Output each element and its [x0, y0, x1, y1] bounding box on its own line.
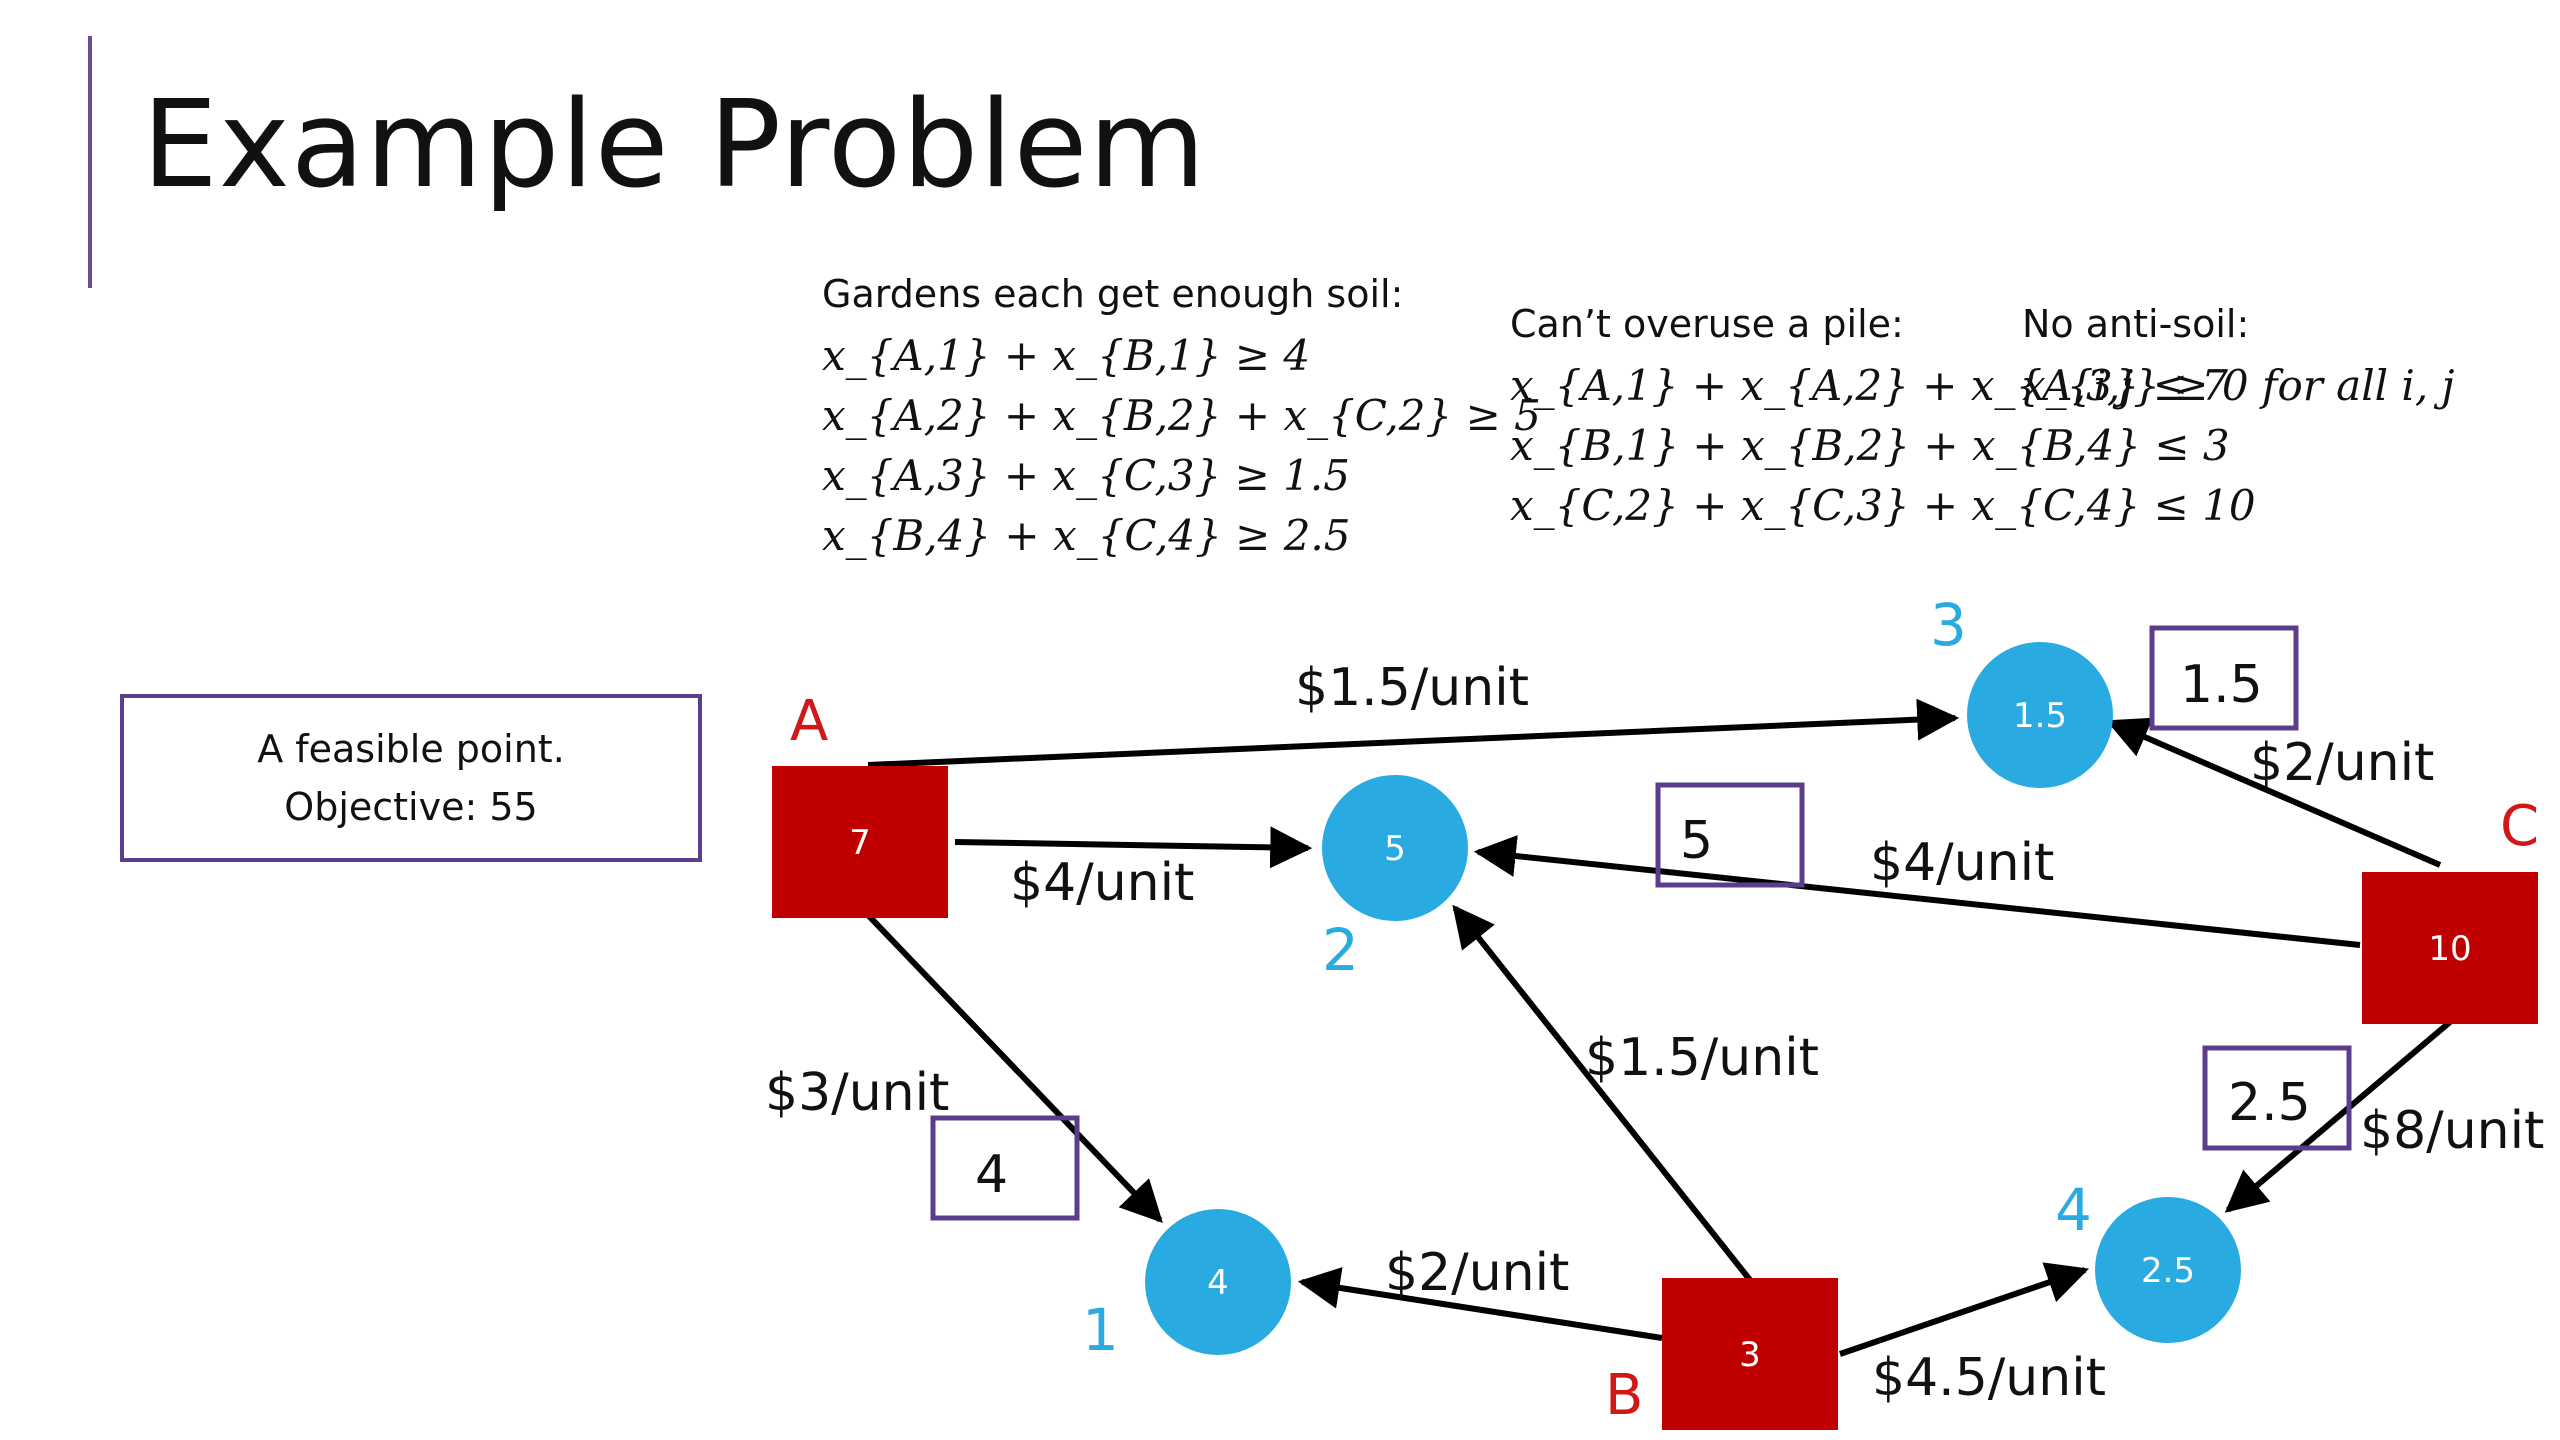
edge-cost-C-2: $4/unit	[1870, 833, 2054, 893]
flow-value-C-4: 2.5	[2228, 1073, 2311, 1133]
edge-A-1	[865, 912, 1163, 1224]
pile-constraints-heading: Can’t overuse a pile:	[1510, 302, 1904, 346]
garden-value-2: 5	[1384, 829, 1406, 869]
pile-constraints: Can’t overuse a pile: x_{A,1} + x_{A,2} …	[1510, 302, 2256, 536]
edge-B-4	[1839, 1262, 2089, 1357]
garden-node-1	[1145, 1209, 1291, 1355]
garden-value-4: 2.5	[2141, 1251, 2195, 1291]
flow-box-C-4	[2202, 1045, 2352, 1151]
pile-value-B: 3	[1739, 1335, 1761, 1375]
edge-cost-A-3: $1.5/unit	[1295, 658, 1529, 718]
edge-C-3	[2106, 717, 2442, 868]
garden-node-4	[2095, 1197, 2241, 1343]
garden-label-1: 1	[1082, 1296, 1119, 1364]
slide-title: Example Problem	[142, 76, 1207, 215]
flow-box-C-2	[1655, 782, 1805, 888]
garden-node-3	[1967, 642, 2113, 788]
flow-value-C-3: 1.5	[2180, 655, 2263, 715]
edge-A-2	[954, 826, 1313, 869]
edge-cost-C-4: $8/unit	[2360, 1101, 2544, 1161]
garden-constraint-3: x_{A,3} + x_{C,3} ≥ 1.5	[822, 451, 1350, 500]
edge-B-2	[1452, 904, 1753, 1282]
note-line-1: A feasible point.	[257, 727, 565, 771]
garden-label-3: 3	[1930, 591, 1967, 659]
edge-cost-B-2: $1.5/unit	[1585, 1028, 1819, 1088]
pile-value-A: 7	[849, 823, 871, 863]
garden-label-2: 2	[1322, 916, 1359, 984]
garden-value-3: 1.5	[2013, 696, 2067, 736]
pile-constraint-3: x_{C,2} + x_{C,3} + x_{C,4} ≤ 10	[1510, 481, 2256, 530]
garden-constraint-1: x_{A,1} + x_{B,1} ≥ 4	[822, 331, 1311, 380]
garden-constraints: Gardens each get enough soil: x_{A,1} + …	[822, 272, 1541, 566]
pile-constraint-2: x_{B,1} + x_{B,2} + x_{B,4} ≤ 3	[1510, 421, 2230, 470]
pile-label-B: B	[1605, 1363, 1643, 1428]
nonneg-constraint: No anti-soil: x_{i,j} ≥ 0 for all i, j	[2022, 302, 2455, 416]
nonneg-line: x_{i,j} ≥ 0 for all i, j	[2022, 361, 2455, 410]
edge-C-2	[1473, 835, 2361, 948]
flow-box-C-3	[2149, 625, 2299, 731]
pile-value-C: 10	[2428, 929, 2471, 969]
pile-node-A	[772, 766, 948, 918]
flow-value-C-2: 5	[1680, 811, 1713, 871]
pile-label-A: A	[790, 689, 828, 754]
feasible-point-note: A feasible point. Objective: 55	[120, 694, 702, 862]
flow-box-A-1	[930, 1115, 1080, 1221]
edge-cost-B-1: $2/unit	[1385, 1243, 1569, 1303]
garden-constraint-2: x_{A,2} + x_{B,2} + x_{C,2} ≥ 5	[822, 391, 1541, 440]
accent-bar	[88, 36, 92, 288]
garden-label-4: 4	[2055, 1176, 2092, 1244]
edge-B-1	[1297, 1267, 1663, 1341]
pile-label-C: C	[2500, 794, 2539, 859]
flow-value-A-1: 4	[975, 1145, 1008, 1205]
note-line-2: Objective: 55	[284, 785, 538, 829]
garden-constraint-4: x_{B,4} + x_{C,4} ≥ 2.5	[822, 511, 1351, 560]
edge-cost-C-3: $2/unit	[2250, 733, 2434, 793]
edge-A-3	[867, 698, 1960, 768]
pile-node-C	[2362, 872, 2538, 1024]
pile-node-B	[1662, 1278, 1838, 1430]
edge-cost-A-1: $3/unit	[765, 1063, 949, 1123]
garden-node-2	[1322, 775, 1468, 921]
garden-constraints-heading: Gardens each get enough soil:	[822, 272, 1404, 316]
garden-value-1: 4	[1207, 1263, 1229, 1303]
nonneg-heading: No anti-soil:	[2022, 302, 2250, 346]
edge-cost-B-4: $4.5/unit	[1872, 1348, 2106, 1408]
edge-C-4	[2224, 1019, 2452, 1213]
pile-constraint-1: x_{A,1} + x_{A,2} + x_{A,3} ≤ 7	[1510, 361, 2228, 410]
edge-cost-A-2: $4/unit	[1010, 853, 1194, 913]
